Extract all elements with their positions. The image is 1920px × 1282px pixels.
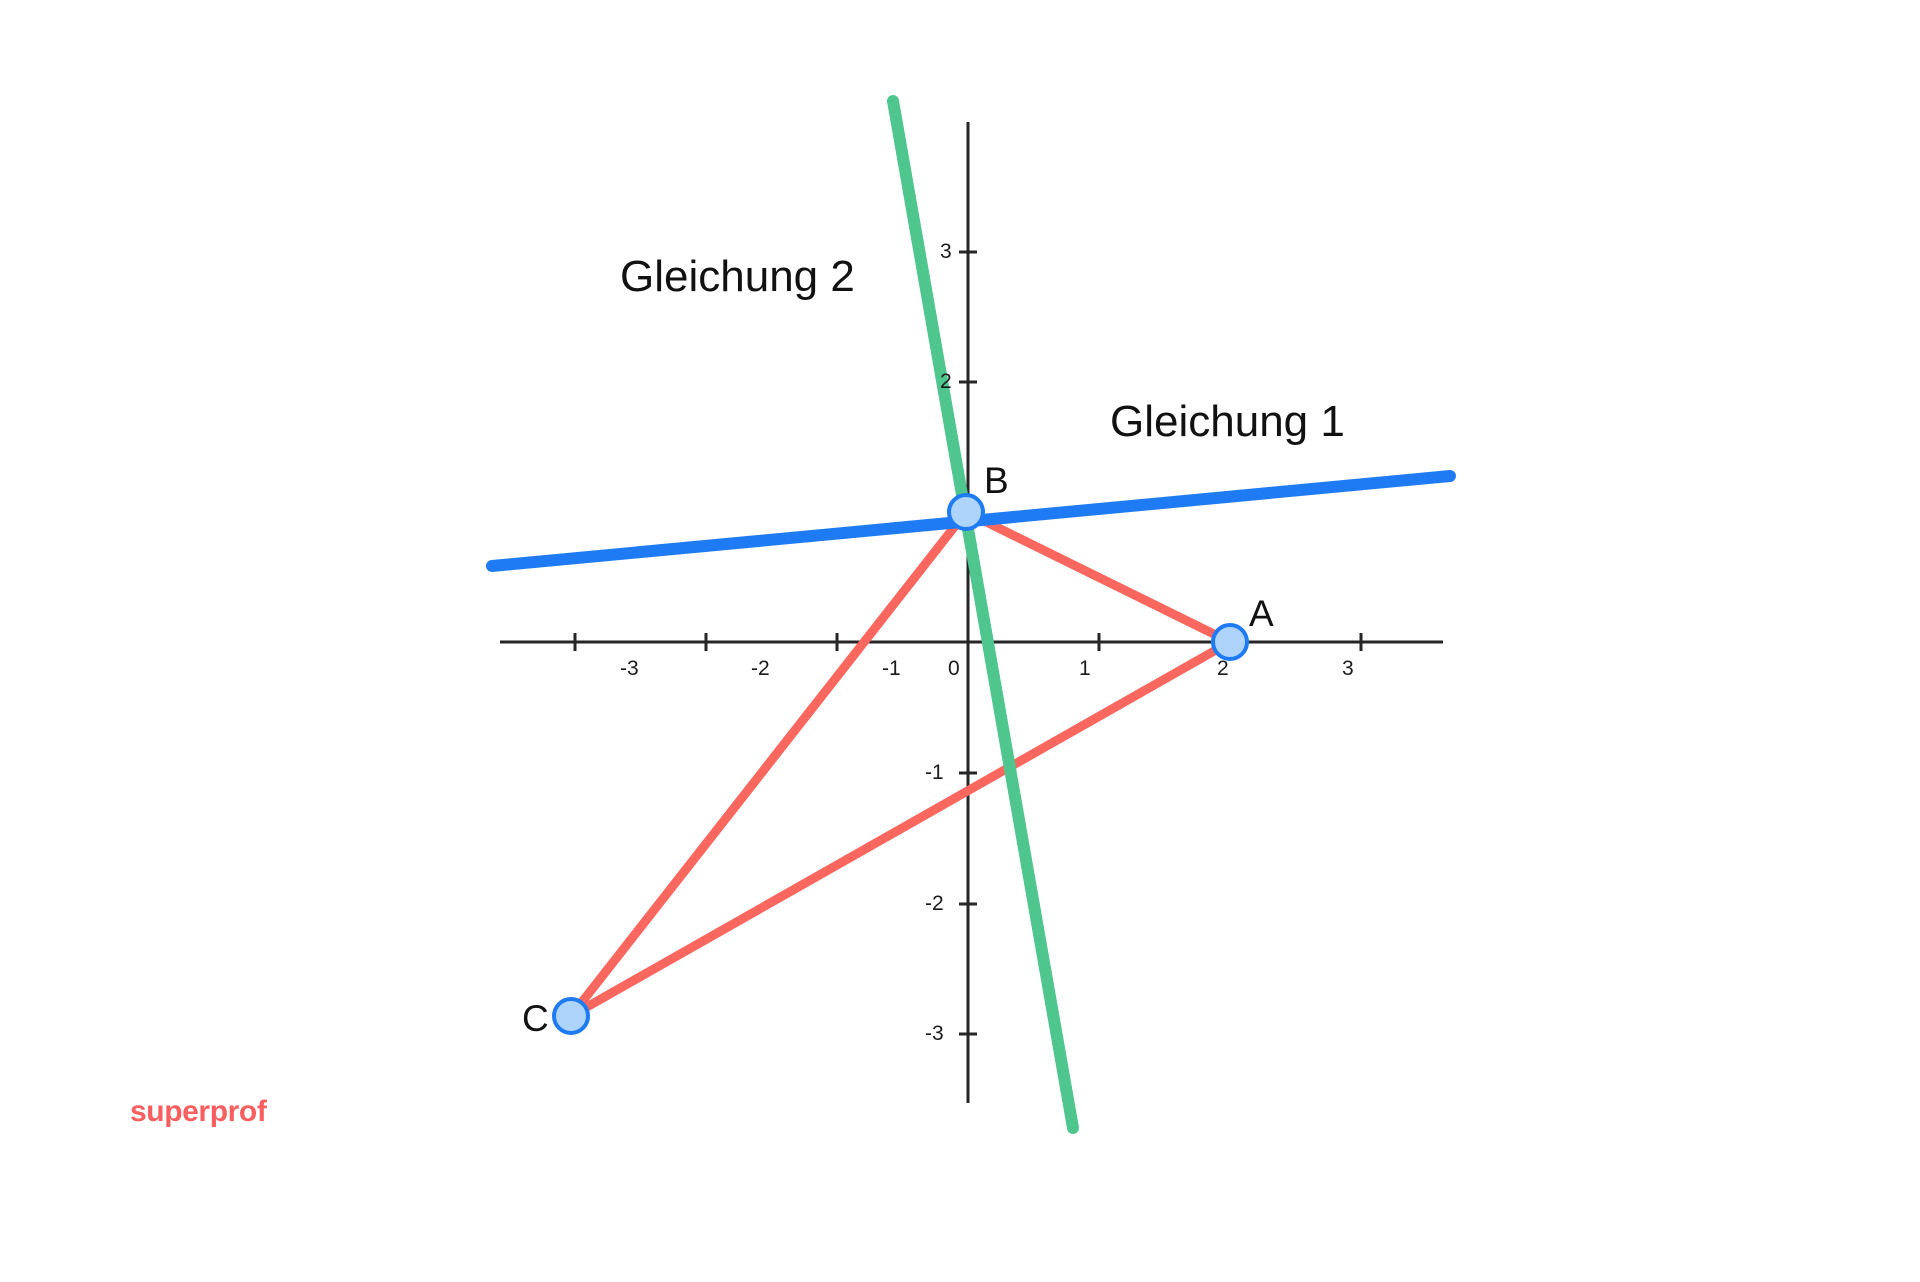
triangle-edge-bc (566, 507, 971, 1021)
point-b-marker[interactable] (947, 493, 985, 531)
superprof-watermark: superprof (130, 1095, 267, 1128)
y-tick-label-3: 3 (940, 240, 952, 263)
triangle-abc (566, 507, 1235, 1021)
equation-2-label: Gleichung 2 (620, 252, 855, 301)
x-tick-label-neg1: -1 (882, 657, 901, 680)
point-label-a: A (1249, 593, 1274, 634)
equation-1-label: Gleichung 1 (1110, 397, 1345, 446)
x-tick-label-neg3: -3 (620, 657, 639, 680)
equation-2-line (887, 95, 1079, 1134)
y-tick-label-neg2: -2 (925, 892, 944, 915)
triangle-edge-ca (566, 637, 1235, 1021)
y-axis-ticks (959, 250, 977, 1036)
point-c-marker[interactable] (552, 997, 590, 1035)
plot-points (552, 493, 1249, 1035)
triangle-edge-ab (961, 507, 1235, 647)
x-tick-label-2: 2 (1217, 657, 1229, 680)
x-tick-label-1: 1 (1079, 657, 1091, 680)
y-tick-label-neg1: -1 (925, 761, 944, 784)
axes-group (500, 122, 1443, 1103)
x-tick-label-3: 3 (1342, 657, 1354, 680)
y-tick-label-neg3: -3 (925, 1022, 944, 1045)
point-a-marker[interactable] (1211, 623, 1249, 661)
x-tick-label-neg2: -2 (751, 657, 770, 680)
point-label-b: B (984, 460, 1009, 501)
y-tick-label-2: 2 (940, 370, 952, 393)
x-tick-label-0: 0 (948, 657, 960, 680)
point-label-c: C (522, 998, 549, 1039)
